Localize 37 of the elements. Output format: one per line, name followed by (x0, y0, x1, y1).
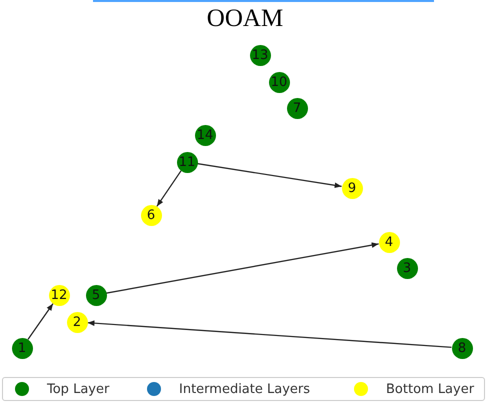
arrow (197, 163, 342, 188)
legend-text: Top Layer (47, 382, 110, 396)
legend-text: Bottom Layer (386, 382, 474, 396)
node-circle (176, 152, 198, 172)
node-label: 4 (384, 236, 394, 248)
node-circle (12, 338, 32, 358)
node-label: 8 (458, 342, 466, 354)
node-label: 5 (92, 288, 100, 302)
arrow (106, 242, 379, 294)
node-circle (342, 178, 362, 198)
node-circle (396, 258, 418, 278)
node-circle (452, 338, 472, 358)
arrow (28, 303, 54, 340)
node-label: 13 (252, 48, 268, 62)
node-label: 3 (402, 262, 412, 274)
node-label: 7 (292, 102, 302, 114)
node-circle (250, 44, 270, 66)
node-label: 9 (348, 182, 356, 194)
node-circle (194, 124, 216, 146)
node-label: 11 (178, 156, 196, 168)
node-circle (140, 204, 162, 226)
arrow (87, 320, 452, 348)
node-label: 1 (18, 342, 26, 354)
legend-text: Intermediate Layers (179, 382, 310, 396)
arrow (156, 170, 182, 207)
node-label: 10 (270, 76, 288, 88)
node-circle (66, 312, 88, 332)
node-circle (286, 98, 308, 118)
node-circle (268, 72, 290, 92)
node-circle (86, 284, 106, 306)
node-label: 2 (72, 316, 82, 328)
node-circle (378, 232, 400, 252)
node-label: 14 (196, 128, 214, 142)
node-label: 6 (146, 208, 156, 222)
chart-title: OOAM (206, 4, 284, 34)
node-circle (48, 284, 70, 306)
node-label: 12 (50, 288, 68, 302)
